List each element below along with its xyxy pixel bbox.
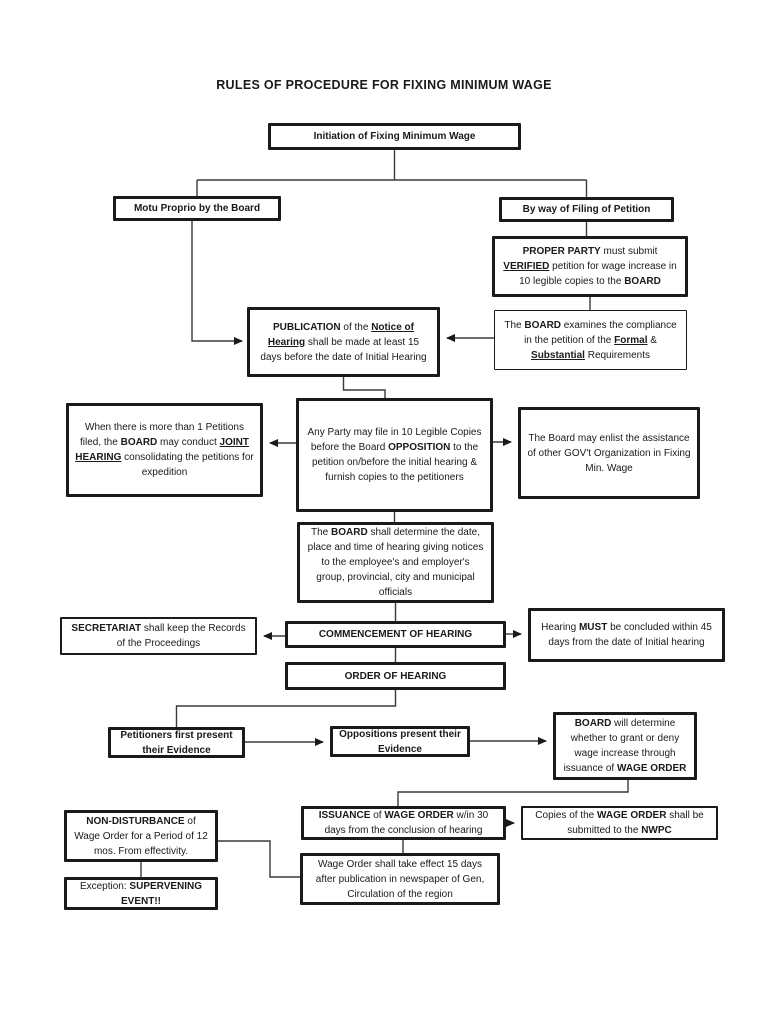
proper-party-label: PROPER PARTY must submit VERIFIED petiti… xyxy=(503,246,677,287)
node-board-determine-wage-order: BOARD will determine whether to grant or… xyxy=(553,712,697,780)
copies-to-nwpc-label: Copies of the WAGE ORDER shall be submit… xyxy=(535,810,704,836)
node-secretariat: SECRETARIAT shall keep the Records of th… xyxy=(60,617,257,655)
node-copies-to-nwpc: Copies of the WAGE ORDER shall be submit… xyxy=(521,806,718,840)
node-commencement-of-hearing: COMMENCEMENT OF HEARING xyxy=(285,621,506,648)
board-examines-label: The BOARD examines the compliance in the… xyxy=(504,319,677,361)
node-initiation: Initiation of Fixing Minimum Wage xyxy=(268,123,521,150)
joint-hearing-label: When there is more than 1 Petitions file… xyxy=(75,422,254,478)
initiation-label: Initiation of Fixing Minimum Wage xyxy=(313,131,476,142)
petitioners-evidence-label: Petitioners first present their Evidence xyxy=(120,729,233,756)
node-wage-order-effectivity: Wage Order shall take effect 15 days aft… xyxy=(300,853,500,905)
node-board-examines: The BOARD examines the compliance in the… xyxy=(494,310,687,370)
connector-lines xyxy=(140,150,629,878)
order-of-hearing-label: ORDER OF HEARING xyxy=(344,670,447,682)
enlist-assistance-label: The Board may enlist the assistance of o… xyxy=(527,432,691,474)
opposition-filing-label: Any Party may file in 10 Legible Copies … xyxy=(307,427,482,483)
node-order-of-hearing: ORDER OF HEARING xyxy=(285,662,506,690)
page-title: RULES OF PROCEDURE FOR FIXING MINIMUM WA… xyxy=(216,78,552,92)
non-disturbance-label: NON-DISTURBANCE of Wage Order for a Peri… xyxy=(74,815,208,857)
commencement-label: COMMENCEMENT OF HEARING xyxy=(318,629,473,640)
node-enlist-assistance: The Board may enlist the assistance of o… xyxy=(518,407,700,499)
node-issuance-wage-order: ISSUANCE of WAGE ORDER w/in 30 days from… xyxy=(301,806,506,840)
motu-proprio-label: Motu Proprio by the Board xyxy=(133,203,261,214)
node-proper-party: PROPER PARTY must submit VERIFIED petiti… xyxy=(492,236,688,297)
node-determine-date: The BOARD shall determine the date, plac… xyxy=(297,522,494,603)
node-motu-proprio: Motu Proprio by the Board xyxy=(113,196,281,221)
node-publication: PUBLICATION of the Notice of Hearing sha… xyxy=(247,307,440,377)
secretariat-label: SECRETARIAT shall keep the Records of th… xyxy=(71,623,246,649)
node-joint-hearing: When there is more than 1 Petitions file… xyxy=(66,403,263,497)
publication-label: PUBLICATION of the Notice of Hearing sha… xyxy=(260,321,427,363)
node-opposition-filing: Any Party may file in 10 Legible Copies … xyxy=(296,398,493,512)
oppositions-evidence-label: Oppositions present their Evidence xyxy=(339,728,461,755)
board-determine-label: BOARD will determine whether to grant or… xyxy=(563,718,687,774)
node-oppositions-evidence: Oppositions present their Evidence xyxy=(330,726,470,757)
hearing-45-days-label: Hearing MUST be concluded within 45 days… xyxy=(541,622,712,648)
by-way-of-petition-label: By way of Filing of Petition xyxy=(522,204,651,215)
node-petitioners-evidence: Petitioners first present their Evidence xyxy=(108,727,245,758)
wage-order-effectivity-label: Wage Order shall take effect 15 days aft… xyxy=(315,858,485,900)
node-by-way-of-petition: By way of Filing of Petition xyxy=(499,197,674,222)
exception-label: Exception: SUPERVENING EVENT!! xyxy=(79,880,203,907)
node-exception-supervening-event: Exception: SUPERVENING EVENT!! xyxy=(64,877,218,910)
node-hearing-45-days: Hearing MUST be concluded within 45 days… xyxy=(528,608,725,662)
determine-date-label: The BOARD shall determine the date, plac… xyxy=(307,527,484,598)
node-non-disturbance: NON-DISTURBANCE of Wage Order for a Peri… xyxy=(64,810,218,862)
issuance-label: ISSUANCE of WAGE ORDER w/in 30 days from… xyxy=(318,810,489,836)
